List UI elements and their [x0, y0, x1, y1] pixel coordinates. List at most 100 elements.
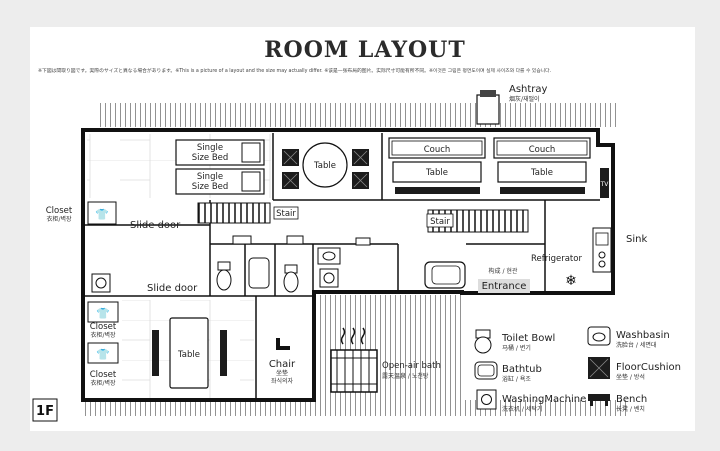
washbasin-icon	[248, 257, 270, 289]
entrance-sub: 构成 / 현관	[489, 267, 518, 275]
outer-wall	[81, 128, 615, 402]
legend-sub-2: 浴缸 / 욕조	[502, 375, 531, 383]
tv-label: TV	[600, 181, 610, 188]
bath-label: Open-air bath	[382, 361, 441, 371]
floor-cushion-icon	[588, 357, 610, 379]
bench-icon	[588, 394, 610, 406]
couch-2	[493, 137, 591, 159]
bench-icon	[220, 330, 227, 376]
tv-icon	[600, 168, 609, 198]
closet-3-sub: 衣柜/벽장	[90, 379, 116, 387]
bathtub-icon	[474, 361, 498, 380]
legend-label-4: WashingMachine	[502, 394, 586, 405]
washing-machine-icon	[319, 268, 339, 288]
shirt-icon: 👕	[96, 307, 110, 320]
legend-sub-4: 洗衣机 / 세탁기	[502, 405, 542, 413]
legend-label-1: Washbasin	[616, 330, 670, 341]
couch-table-2	[497, 161, 587, 183]
hot-spring-icon	[330, 327, 378, 393]
wall-lower	[83, 200, 546, 400]
entrance-area	[478, 279, 530, 293]
table-top-label: Table	[313, 161, 336, 171]
stair-1-label: Stair	[276, 209, 296, 219]
slide-door-1-label: Slide door	[130, 220, 181, 231]
slide-door-2-label: Slide door	[147, 283, 198, 294]
ashtray-label: Ashtray	[509, 84, 548, 95]
bath-sub: 露天温泉 / 노천탕	[382, 372, 429, 380]
legend-label-5: Bench	[616, 394, 647, 405]
toilet-icon	[283, 264, 299, 293]
stair-1	[197, 202, 271, 224]
toilet-icon	[474, 329, 492, 354]
ashtray-sub: 烟灰/재떨이	[509, 95, 540, 103]
chair-icon	[276, 338, 290, 350]
couch-1	[388, 137, 486, 159]
table-bottom	[169, 317, 209, 389]
legend-sub-0: 马桶 / 변기	[502, 344, 531, 352]
table-bottom-label: Table	[177, 350, 200, 360]
washing-machine-icon	[91, 273, 111, 293]
round-table	[302, 142, 348, 188]
washbasin-icon	[317, 247, 341, 265]
entrance-label: Entrance	[482, 281, 527, 292]
chair-sub-1: 坐垫	[276, 369, 288, 377]
closet-3-box	[87, 342, 119, 364]
door-icon	[232, 235, 252, 245]
page-title: ROOM LAYOUT	[264, 37, 466, 63]
legend-sub-3: 坐垫 / 방석	[616, 373, 645, 381]
couch-table-2-label: Table	[530, 168, 553, 178]
closet-left-sub: 衣柜/벽장	[46, 215, 72, 223]
couch-table-1-label: Table	[425, 168, 448, 178]
pillow-icon	[241, 142, 261, 163]
closet-left-label: Closet	[46, 206, 73, 216]
stair-2-tag	[426, 213, 454, 228]
sink-counter	[592, 227, 612, 273]
refrigerator-label: Refrigerator	[531, 254, 582, 264]
couch-1-label: Couch	[424, 145, 451, 155]
bed-1-label-a: Single	[197, 143, 223, 153]
floor-label: 1F	[36, 404, 54, 419]
sink-icon	[595, 232, 609, 246]
floor-badge	[32, 398, 58, 422]
legend-label-0: Toilet Bowl	[501, 333, 555, 344]
deck-top	[100, 103, 620, 127]
couch-2-label: Couch	[529, 145, 556, 155]
bed-2-label-a: Single	[197, 172, 223, 182]
legend-sub-5: 长凳 / 벤치	[616, 405, 645, 413]
legend: Toilet Bowl 马桶 / 변기 Washbasin 洗脸台 / 세면대 …	[474, 326, 681, 413]
bed-2-label-b: Size Bed	[192, 182, 229, 192]
closet-3-label: Closet	[90, 370, 117, 380]
closet-2-box	[87, 301, 119, 323]
floor-cushion-icon	[282, 149, 369, 189]
closet-left	[87, 201, 117, 225]
washbasin-icon	[587, 326, 611, 346]
legend-label-2: Bathtub	[502, 364, 542, 375]
sink-label: Sink	[626, 234, 647, 245]
bathtub-icon	[424, 261, 466, 289]
bed-1-label-b: Size Bed	[192, 153, 229, 163]
closet-2-sub: 衣柜/벽장	[90, 331, 116, 339]
chair-sub-2: 좌식의자	[271, 377, 294, 385]
legend-sub-1: 洗脸台 / 세면대	[616, 341, 656, 349]
bench-icon	[152, 330, 159, 376]
shirt-icon: 👕	[96, 348, 110, 361]
couch-table-1	[392, 161, 482, 183]
stair-2-label: Stair	[430, 217, 450, 227]
bench-icon	[395, 187, 480, 194]
stair-1-tag	[273, 206, 299, 220]
snowflake-icon: ❄	[565, 273, 577, 289]
chair-label: Chair	[269, 359, 296, 370]
ashtray-icon	[476, 94, 500, 125]
closet-2-label: Closet	[90, 322, 117, 332]
disclaimer: ※下図は間取り図です。実際のサイズと異なる場合があります。※This is a …	[38, 67, 551, 74]
wall-middle	[83, 200, 399, 296]
bench-icon	[500, 187, 585, 194]
legend-label-3: FloorCushion	[616, 362, 681, 373]
pillow-icon	[241, 171, 261, 192]
washing-machine-icon	[476, 389, 497, 410]
shirt-icon: 👕	[95, 208, 109, 221]
door-icon	[355, 237, 371, 246]
toilet-icon	[216, 261, 232, 291]
door-icon	[286, 235, 304, 245]
